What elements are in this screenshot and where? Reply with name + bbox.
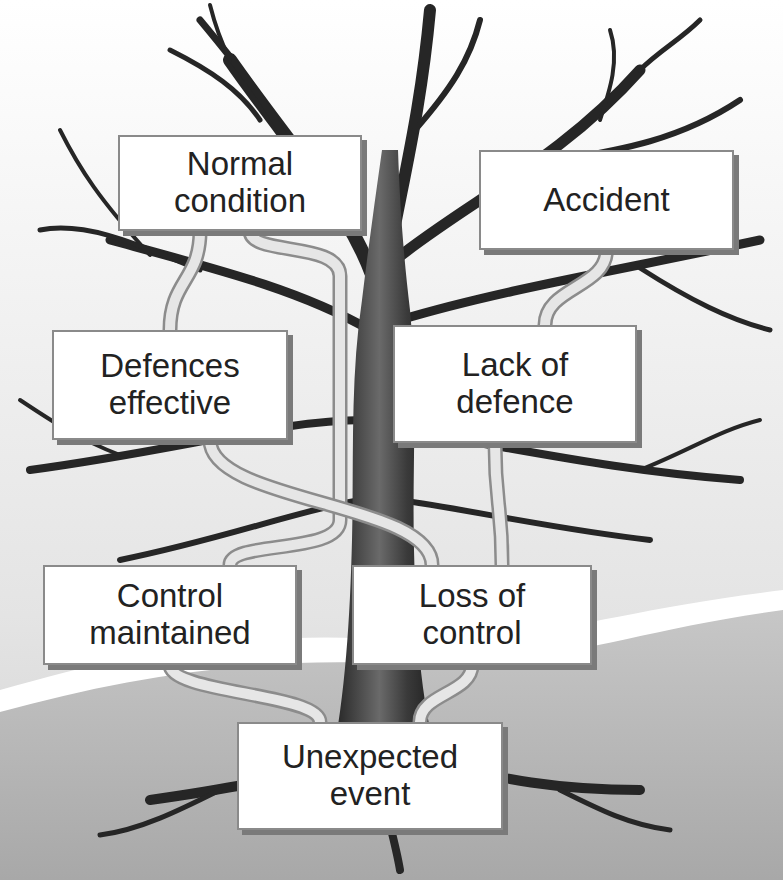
ribbon-connector bbox=[170, 231, 200, 330]
ribbon-connector bbox=[495, 443, 502, 565]
event-box: Control maintained bbox=[43, 565, 297, 665]
ribbon-connector bbox=[420, 665, 472, 722]
ribbon-connector bbox=[545, 250, 607, 325]
event-box: Lack of defence bbox=[393, 325, 637, 443]
box-label: Lack of defence bbox=[407, 347, 623, 421]
box-label: Defences effective bbox=[66, 348, 274, 422]
box-label: Loss of control bbox=[366, 578, 578, 652]
box-label: Unexpected event bbox=[251, 739, 489, 813]
box-label: Control maintained bbox=[57, 578, 283, 652]
event-box: Normal condition bbox=[118, 135, 362, 231]
ribbon-connector bbox=[210, 440, 432, 565]
box-label: Normal condition bbox=[132, 146, 348, 220]
event-box: Accident bbox=[479, 150, 734, 250]
event-box: Defences effective bbox=[52, 330, 288, 440]
event-box: Loss of control bbox=[352, 565, 592, 665]
box-label: Accident bbox=[543, 182, 670, 219]
ribbon-connector bbox=[170, 665, 320, 722]
event-box: Unexpected event bbox=[237, 722, 503, 830]
